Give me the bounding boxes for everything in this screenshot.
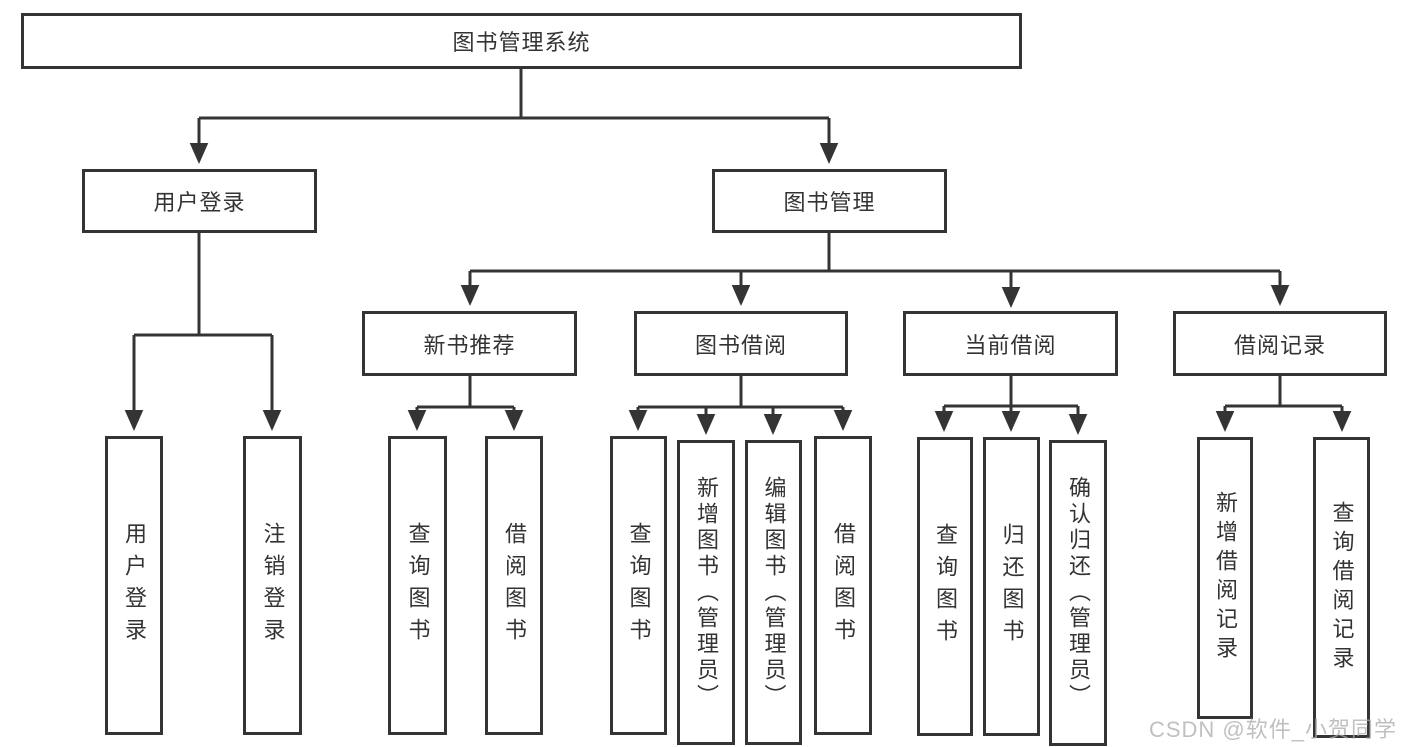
connector-root-trunk <box>199 69 829 120</box>
node-label-book-management: 图书管理 <box>783 190 876 215</box>
leaf-label-current-query-books: 查询图书 <box>933 522 958 651</box>
leaf-label-borrowing-add-books-admin: 新增图书（管理员） <box>694 475 719 710</box>
leaf-box-logout: 注销登录 <box>243 436 302 735</box>
leaf-box-borrowing-borrow-books: 借阅图书 <box>814 436 872 735</box>
connector-book-borrow-trunk <box>638 376 843 409</box>
watermark: CSDN @软件_小贺同学 <box>1148 717 1397 742</box>
leaf-label-recommend-query-books: 查询图书 <box>405 521 431 650</box>
node-label-current-borrowing: 当前借阅 <box>964 332 1057 358</box>
leaf-label-current-return-books: 归还图书 <box>999 522 1025 651</box>
leaf-label-borrowing-borrow-books: 借阅图书 <box>831 521 856 650</box>
leaf-box-current-confirm-return-admin: 确认归还（管理员） <box>1049 440 1107 746</box>
leaf-label-records-add-record: 新增借阅记录 <box>1213 491 1238 665</box>
connector-records-trunk <box>1225 376 1342 408</box>
node-label-new-book-recommend: 新书推荐 <box>423 332 516 358</box>
leaf-label-recommend-borrow-books: 借阅图书 <box>502 521 527 650</box>
node-box-borrow-records: 借阅记录 <box>1173 311 1387 376</box>
leaf-box-borrowing-edit-books-admin: 编辑图书（管理员） <box>745 440 802 745</box>
node-box-book-management: 图书管理 <box>712 169 947 233</box>
connector-user-login-trunk <box>134 233 272 337</box>
node-box-root: 图书管理系统 <box>21 13 1022 69</box>
node-label-user-login: 用户登录 <box>153 190 246 215</box>
leaf-box-borrowing-query-books: 查询图书 <box>610 436 667 735</box>
node-label-root: 图书管理系统 <box>452 30 591 55</box>
leaf-label-user-login: 用户登录 <box>122 521 147 650</box>
leaf-label-borrowing-query-books: 查询图书 <box>626 521 652 650</box>
leaf-label-records-query-record: 查询借阅记录 <box>1329 500 1355 675</box>
leaf-label-borrowing-edit-books-admin: 编辑图书（管理员） <box>761 475 787 710</box>
leaf-box-records-query-record: 查询借阅记录 <box>1313 437 1370 738</box>
leaf-box-current-return-books: 归还图书 <box>983 437 1040 736</box>
leaf-box-current-query-books: 查询图书 <box>917 437 973 736</box>
leaf-label-logout: 注销登录 <box>260 521 286 650</box>
leaf-label-current-confirm-return-admin: 确认归还（管理员） <box>1066 476 1091 710</box>
connector-new-rec-trunk <box>417 376 514 409</box>
leaf-box-user-login: 用户登录 <box>105 436 163 735</box>
node-box-new-book-recommend: 新书推荐 <box>362 311 577 376</box>
node-box-user-login: 用户登录 <box>82 169 317 233</box>
leaf-box-records-add-record: 新增借阅记录 <box>1197 437 1253 719</box>
node-box-book-borrowing: 图书借阅 <box>634 311 848 376</box>
connector-current-borrow-trunk <box>944 376 1078 408</box>
node-box-current-borrowing: 当前借阅 <box>903 311 1118 376</box>
node-label-borrow-records: 借阅记录 <box>1233 332 1326 358</box>
leaf-box-recommend-borrow-books: 借阅图书 <box>485 436 543 735</box>
node-label-book-borrowing: 图书借阅 <box>694 332 787 358</box>
connector-book-mgmt-trunk <box>470 233 1280 273</box>
leaf-box-recommend-query-books: 查询图书 <box>388 436 447 735</box>
leaf-box-borrowing-add-books-admin: 新增图书（管理员） <box>677 440 735 745</box>
